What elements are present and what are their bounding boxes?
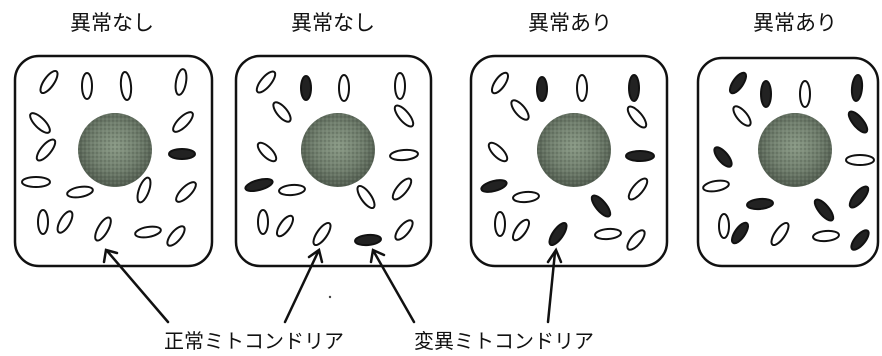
normal-mitochondrion: [29, 112, 51, 134]
normal-mitochondrion: [35, 138, 57, 162]
normal-mitochondrion: [626, 105, 648, 129]
normal-mitochondrion: [172, 111, 194, 133]
mutant-mitochondrion: [813, 198, 835, 222]
normal-mitochondrion: [494, 211, 506, 237]
mutant-mitochondrion: [730, 221, 750, 245]
normal-mitochondrion: [275, 214, 295, 238]
legend-normal-mitochondria: 正常ミトコンドリア: [164, 329, 344, 353]
mutant-mitochondrion: [300, 75, 312, 101]
normal-mitochondrion: [175, 181, 197, 203]
normal-mitochondrion: [487, 141, 509, 163]
normal-mitochondrion: [66, 185, 94, 199]
cell-3-nucleus: [537, 113, 611, 187]
normal-mitochondrion: [391, 177, 413, 201]
cell-4-membrane: [696, 56, 880, 268]
normal-mitochondrion: [626, 229, 646, 251]
normal-mitochondrion: [576, 74, 588, 102]
normal-mitochondrion: [512, 190, 540, 204]
cell-2-title: 異常なし: [291, 11, 375, 35]
normal-mitochondrion: [393, 104, 415, 128]
arrow-mutant-2: [546, 247, 563, 324]
normal-mitochondrion: [770, 221, 790, 247]
cell-4-mitochondria: [702, 71, 875, 251]
normal-mitochondrion: [732, 105, 752, 127]
mutant-mitochondrion: [847, 110, 869, 134]
normal-mitochondrion: [338, 74, 350, 102]
normal-mitochondrion: [627, 177, 649, 201]
normal-mitochondrion: [356, 184, 376, 210]
mutant-mitochondrion: [746, 197, 774, 211]
mutant-mitochondrion: [713, 146, 733, 168]
normal-mitochondrion: [134, 225, 162, 239]
cell-4-nucleus: [758, 113, 832, 187]
arrow-mutant-1: [369, 248, 416, 324]
mutant-mitochondrion: [625, 150, 655, 162]
mutant-mitochondrion: [536, 76, 548, 102]
normal-mitochondrion: [255, 70, 277, 94]
normal-mitochondrion: [256, 141, 278, 163]
cell-1-nucleus: [78, 113, 152, 187]
cell-1-mitochondria: [21, 68, 197, 247]
mutant-mitochondrion: [354, 233, 382, 247]
arrow-normal-2: [283, 247, 324, 324]
cell-2: 異常なし: [234, 11, 433, 268]
annotation-arrows: [102, 247, 563, 324]
cell-4: 異常あり: [696, 11, 880, 268]
normal-mitochondrion: [812, 229, 840, 243]
mutant-mitochondrion: [590, 194, 612, 218]
normal-mitochondrion: [702, 179, 730, 193]
normal-mitochondrion: [799, 80, 811, 108]
normal-mitochondrion: [136, 176, 152, 204]
mutant-mitochondrion: [244, 177, 274, 193]
cell-4-title: 異常あり: [753, 11, 837, 35]
mutant-mitochondrion: [480, 179, 508, 193]
normal-mitochondrion: [81, 72, 93, 100]
cell-3-mitochondria: [480, 71, 655, 251]
mutant-mitochondrion: [760, 80, 772, 108]
normal-mitochondrion: [312, 221, 332, 247]
mutant-mitochondrion: [850, 74, 864, 102]
normal-mitochondrion: [37, 209, 49, 235]
mutant-mitochondrion: [168, 148, 196, 160]
normal-mitochondrion: [272, 101, 292, 123]
cell-1-membrane: [13, 54, 214, 268]
normal-mitochondrion: [718, 213, 730, 239]
normal-mitochondrion: [490, 71, 510, 95]
normal-mitochondrion: [594, 227, 622, 241]
mutant-mitochondrion: [728, 71, 748, 95]
normal-mitochondrion: [94, 216, 112, 242]
mutant-mitochondrion: [548, 221, 568, 247]
legend-mutant-mitochondria: 変異ミトコンドリア: [414, 329, 594, 353]
cell-1: 異常なし: [13, 11, 214, 268]
normal-mitochondrion: [56, 210, 74, 234]
normal-mitochondrion: [510, 99, 530, 121]
normal-mitochondrion: [21, 176, 51, 188]
normal-mitochondrion: [278, 183, 306, 197]
mutant-mitochondrion: [628, 74, 640, 102]
cell-2-membrane: [234, 54, 433, 268]
mutant-mitochondrion: [850, 229, 870, 251]
cell-3-title: 異常あり: [528, 11, 612, 35]
mutant-mitochondrion: [848, 185, 870, 209]
normal-mitochondrion: [845, 154, 875, 166]
cell-3: 異常あり: [469, 11, 669, 268]
normal-mitochondrion: [119, 71, 133, 101]
normal-mitochondrion: [257, 209, 269, 235]
normal-mitochondrion: [166, 225, 186, 247]
normal-mitochondrion: [511, 218, 531, 242]
cell-2-mitochondria: [244, 70, 419, 247]
normal-mitochondrion: [394, 219, 414, 241]
normal-mitochondrion: [394, 72, 406, 100]
normal-mitochondrion: [389, 148, 419, 162]
normal-mitochondrion: [174, 68, 188, 96]
cell-2-nucleus: [301, 113, 375, 187]
arrow-normal-1: [102, 248, 170, 324]
cell-1-title: 異常なし: [70, 11, 154, 35]
stray-dot: [328, 295, 332, 299]
normal-mitochondrion: [39, 69, 59, 95]
cell-3-membrane: [469, 54, 669, 268]
